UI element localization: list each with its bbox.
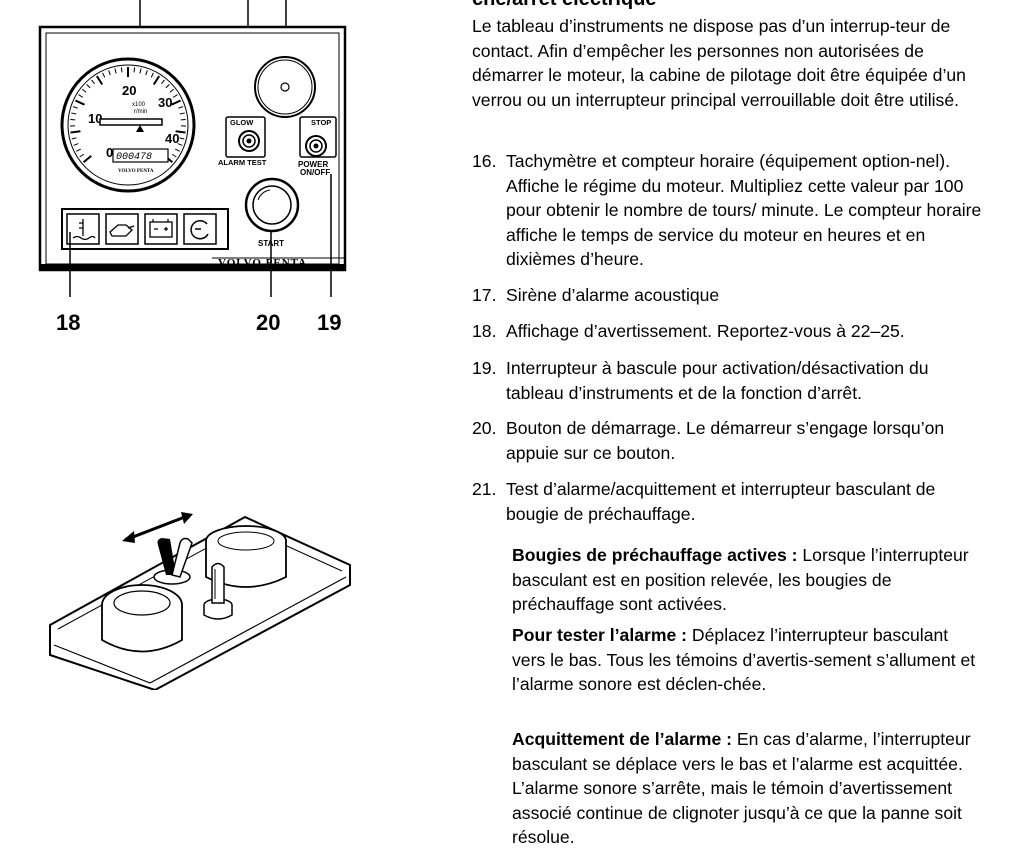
tick-mark bbox=[82, 155, 92, 164]
coolant-icon bbox=[72, 219, 96, 241]
dial-number: 0 bbox=[106, 145, 113, 160]
hour-counter: 000478 bbox=[116, 152, 152, 163]
item-text: Sirène d’alarme acoustique bbox=[506, 285, 720, 305]
item-text: Interrupteur à bascule pour activation/d… bbox=[506, 358, 929, 403]
tick-mark bbox=[75, 99, 85, 106]
motion-arrow-icon bbox=[124, 513, 191, 542]
tick-mark bbox=[108, 70, 111, 76]
tick-mark bbox=[172, 94, 178, 98]
tick-mark bbox=[169, 88, 175, 93]
sub-paragraph: Acquittement de l’alarme : En cas d’alar… bbox=[512, 727, 982, 850]
tick-mark bbox=[81, 88, 87, 93]
brand-label: VOLVO PENTA bbox=[218, 257, 307, 269]
tachometer-needle bbox=[99, 118, 163, 126]
glow-label: GLOW bbox=[230, 118, 254, 127]
tick-mark bbox=[160, 79, 165, 85]
tick-mark bbox=[165, 83, 170, 89]
callout-19: 19 bbox=[317, 310, 342, 335]
alarm-siren bbox=[254, 56, 316, 118]
tick-mark bbox=[71, 112, 77, 115]
sub-paragraph: Bougies de préchauffage actives : Lorsqu… bbox=[512, 543, 982, 617]
tick-mark bbox=[72, 106, 78, 109]
dial-number: 40 bbox=[165, 131, 179, 146]
warning-lamps bbox=[61, 208, 229, 250]
item-number: 20. bbox=[472, 418, 497, 438]
item-number: 16. bbox=[472, 151, 497, 171]
tick-mark bbox=[102, 72, 106, 78]
battery-icon bbox=[149, 221, 173, 238]
glow-alarm-test-switch: GLOW ALARM TEST bbox=[218, 116, 267, 167]
tick-mark bbox=[95, 75, 104, 86]
dial-unit: x100 bbox=[132, 102, 146, 108]
tick-mark bbox=[179, 112, 185, 115]
item-number: 17. bbox=[472, 285, 497, 305]
tick-mark bbox=[174, 148, 180, 152]
needle-hub bbox=[136, 125, 144, 132]
tick-mark bbox=[177, 143, 183, 146]
power-on-off-switch: STOP POWER ON/OFF bbox=[298, 116, 337, 177]
glow-plug-icon bbox=[190, 220, 209, 240]
oil-pressure-lamp bbox=[105, 213, 139, 245]
tick-mark bbox=[171, 99, 181, 106]
tick-mark bbox=[120, 67, 123, 73]
sub-text: En cas d’alarme, l’interrupteur basculan… bbox=[512, 729, 971, 847]
dial-number: 30 bbox=[158, 95, 172, 110]
item-number: 21. bbox=[472, 479, 497, 499]
sub-title: Acquittement de l’alarme : bbox=[512, 729, 732, 749]
tick-mark bbox=[71, 137, 77, 140]
sub-paragraph: Pour tester l’alarme : Déplacez l’interr… bbox=[512, 623, 982, 697]
item-text: Tachymètre et compteur horaire (équipeme… bbox=[506, 151, 982, 269]
dial-unit: r/min bbox=[134, 109, 147, 115]
instrument-panel-illustration: 0 10 20 30 40 x100 r/min 000478 VOLVO PE… bbox=[38, 0, 347, 297]
tick-mark bbox=[70, 130, 81, 134]
stop-label: STOP bbox=[311, 118, 331, 127]
sub-text: Lorsque l’interrupteur basculant est en … bbox=[512, 545, 969, 614]
hour-counter-window bbox=[112, 148, 169, 163]
tick-mark bbox=[76, 148, 82, 152]
item-text: Test d’alarme/acquittement et interrupte… bbox=[506, 479, 936, 524]
tick-mark bbox=[73, 143, 79, 146]
intro-paragraph: Le tableau d’instruments ne dispose pas … bbox=[472, 16, 966, 110]
tick-mark bbox=[145, 70, 148, 76]
tick-mark bbox=[178, 106, 184, 109]
tick-mark bbox=[79, 153, 85, 158]
tick-mark bbox=[152, 75, 161, 86]
switch-detail-illustration bbox=[49, 512, 351, 690]
item-text: Bouton de démarrage. Le démarreur s’enga… bbox=[506, 418, 945, 463]
tick-mark bbox=[139, 68, 142, 74]
sub-text: Déplacez l’interrupteur basculant vers l… bbox=[512, 625, 976, 694]
sub-title: Bougies de préchauffage actives : bbox=[512, 545, 798, 565]
item-number: 18. bbox=[472, 321, 497, 341]
on-off-label: ON/OFF bbox=[300, 168, 330, 177]
tick-mark bbox=[91, 79, 96, 85]
tick-mark bbox=[86, 83, 91, 89]
alarm-test-label: ALARM TEST bbox=[218, 158, 267, 167]
tachometer-ticks bbox=[70, 67, 186, 164]
callout-20: 20 bbox=[256, 310, 281, 335]
item-text: Affichage d’avertissement. Reportez-vous… bbox=[506, 321, 905, 341]
section-heading: che/arrêt électrique bbox=[472, 0, 657, 11]
tick-mark bbox=[179, 137, 185, 140]
dial-number: 10 bbox=[88, 111, 102, 126]
tick-mark bbox=[133, 67, 136, 73]
item-number: 19. bbox=[472, 358, 497, 378]
sub-title: Pour tester l’alarme : bbox=[512, 625, 688, 645]
tick-mark bbox=[114, 68, 117, 74]
tick-mark bbox=[150, 72, 154, 78]
tick-mark bbox=[78, 94, 84, 98]
dial-brand: VOLVO PENTA bbox=[118, 169, 154, 174]
dial-number: 20 bbox=[122, 83, 136, 98]
tachometer: 0 10 20 30 40 x100 r/min 000478 VOLVO PE… bbox=[60, 57, 196, 193]
callout-18: 18 bbox=[56, 310, 81, 335]
oil-can-icon bbox=[109, 224, 135, 237]
tick-mark bbox=[175, 130, 186, 134]
power-label: POWER bbox=[298, 160, 328, 169]
tick-mark bbox=[171, 153, 177, 158]
